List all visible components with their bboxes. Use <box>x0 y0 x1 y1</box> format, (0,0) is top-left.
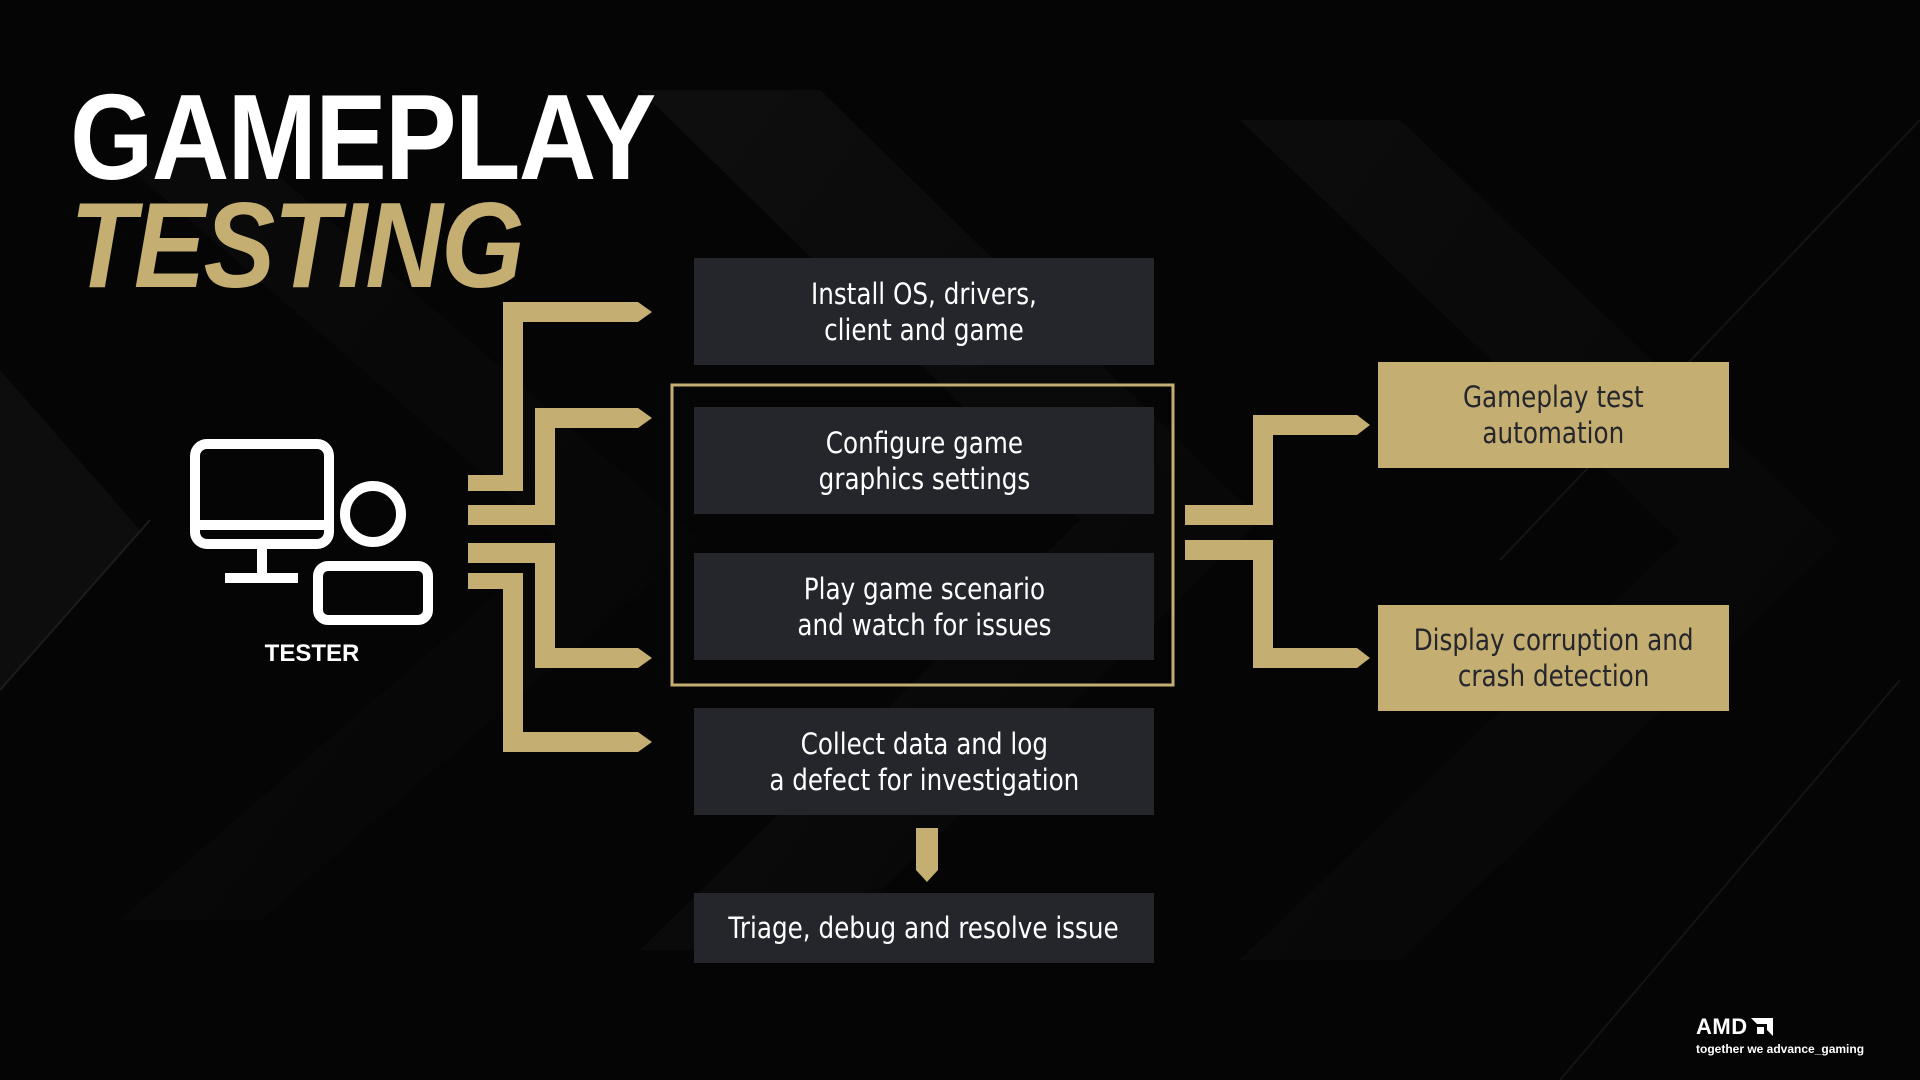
page-title-line-1: GAMEPLAY <box>70 69 656 205</box>
step-triage-label: Triage, debug and resolve issue <box>728 911 1120 945</box>
step-install-label: Install OS, drivers, client and game <box>811 276 1037 347</box>
step-play-label: Play game scenario and watch for issues <box>796 571 1052 642</box>
step-play: Play game scenario and watch for issues <box>694 553 1154 660</box>
down-arrow-icon <box>916 828 938 882</box>
step-collect: Collect data and log a defect for invest… <box>694 708 1154 815</box>
step-install: Install OS, drivers, client and game <box>694 258 1154 365</box>
steps-to-automation-connectors <box>1185 415 1370 668</box>
page-title-line-2: TESTING <box>70 177 525 313</box>
automation-gameplay-test: Gameplay test automation <box>1378 362 1729 468</box>
logo-tagline: together we advance_gaming <box>1696 1042 1865 1056</box>
step-configure: Configure game graphics settings <box>694 407 1154 514</box>
tester-label: TESTER <box>264 640 360 667</box>
automation-corruption-detection-label: Display corruption and crash detection <box>1413 623 1694 693</box>
automation-gameplay-test-label: Gameplay test automation <box>1463 380 1644 450</box>
step-triage: Triage, debug and resolve issue <box>694 893 1154 963</box>
step-collect-label: Collect data and log a defect for invest… <box>769 726 1079 797</box>
logo-wordmark: AMD <box>1696 1014 1748 1039</box>
tester-to-steps-connectors <box>468 302 652 752</box>
computer-and-user-icon <box>190 439 433 625</box>
amd-arrow-icon <box>1750 1018 1773 1036</box>
highlight-frame <box>670 383 1175 687</box>
amd-logo: AMD together we advance_gaming <box>1696 1014 1864 1056</box>
automation-corruption-detection: Display corruption and crash detection <box>1378 605 1729 711</box>
step-configure-label: Configure game graphics settings <box>818 425 1030 496</box>
